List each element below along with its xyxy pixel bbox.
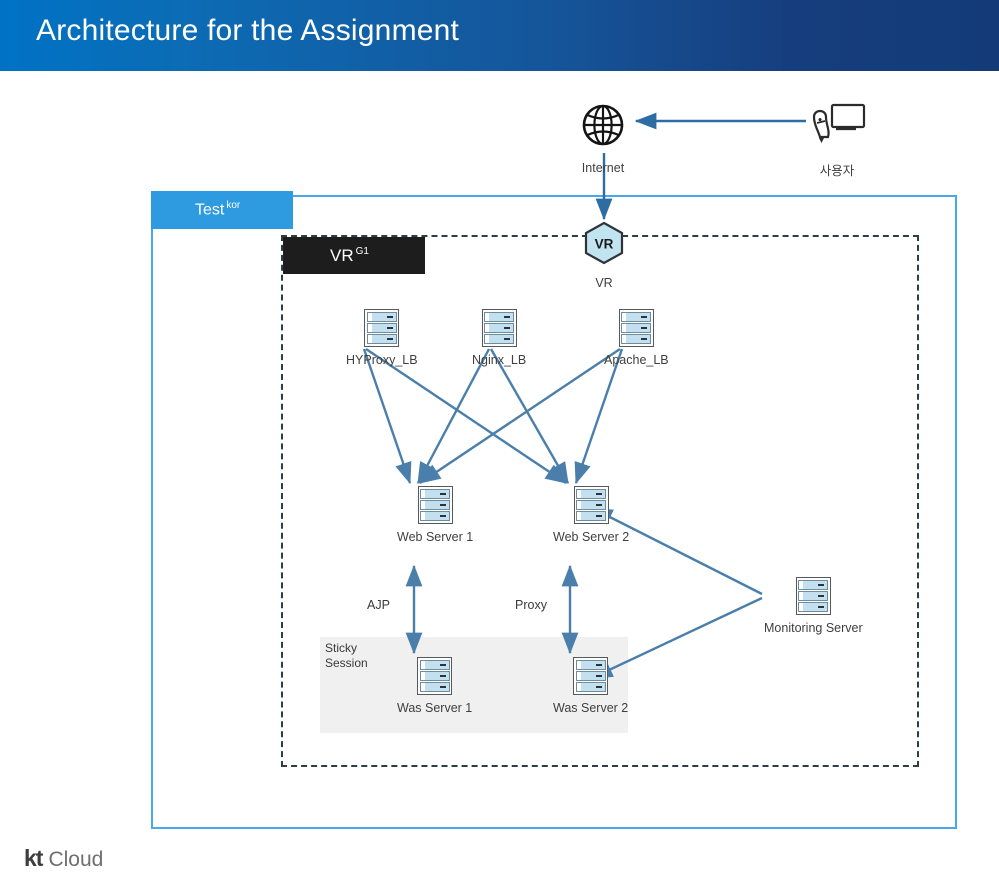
server-bay xyxy=(419,671,450,681)
user-monitor-icon xyxy=(806,99,868,154)
server-bay xyxy=(484,323,515,333)
server-icon xyxy=(573,486,609,524)
hexagon-vr-icon: VR xyxy=(583,221,625,270)
server-bay xyxy=(484,334,515,344)
server-bay xyxy=(420,511,451,521)
logo-cloud-text: Cloud xyxy=(48,848,104,871)
server-icon xyxy=(417,486,453,524)
globe-icon xyxy=(578,100,628,155)
node-vr[interactable]: VR VR xyxy=(583,221,625,290)
node-nginx-lb-label: Nginx_LB xyxy=(472,353,527,367)
node-monitoring-server[interactable]: Monitoring Server xyxy=(764,577,863,635)
node-nginx-lb[interactable]: Nginx_LB xyxy=(472,309,526,367)
server-bay xyxy=(420,489,451,499)
node-was-server-1-label: Was Server 1 xyxy=(397,701,473,715)
server-bay xyxy=(366,312,397,322)
server-bay xyxy=(621,312,652,322)
edge-label-proxy: Proxy xyxy=(515,598,547,612)
server-bay xyxy=(366,334,397,344)
edge-label-ajp: AJP xyxy=(367,598,390,612)
slide-header: Architecture for the Assignment xyxy=(0,0,999,71)
server-bay xyxy=(798,580,829,590)
server-bay xyxy=(419,660,450,670)
kt-cloud-logo: kt Cloud xyxy=(24,845,103,872)
server-icon xyxy=(481,309,517,347)
node-user[interactable]: 사용자 xyxy=(806,99,868,179)
server-bay xyxy=(798,602,829,612)
logo-kt-text: kt xyxy=(24,845,43,871)
node-internet[interactable]: Internet xyxy=(578,100,628,175)
node-web-server-2-label: Web Server 2 xyxy=(553,530,630,544)
server-icon xyxy=(364,309,400,347)
server-bay xyxy=(621,334,652,344)
node-user-label: 사용자 xyxy=(819,164,855,178)
node-was-server-2[interactable]: Was Server 2 xyxy=(553,657,628,715)
node-web-server-1[interactable]: Web Server 1 xyxy=(397,486,473,544)
server-bay xyxy=(575,671,606,681)
node-monitoring-server-label: Monitoring Server xyxy=(764,621,863,635)
server-bay xyxy=(576,500,607,510)
node-internet-label: Internet xyxy=(581,161,625,175)
sticky-session-label: Sticky Session xyxy=(325,641,368,670)
node-web-server-2[interactable]: Web Server 2 xyxy=(553,486,629,544)
server-bay xyxy=(484,312,515,322)
server-bay xyxy=(366,323,397,333)
server-bay xyxy=(575,660,606,670)
zone-test-tab-superscript: kor xyxy=(226,200,241,211)
node-was-server-1[interactable]: Was Server 1 xyxy=(397,657,472,715)
node-was-server-2-label: Was Server 2 xyxy=(553,701,629,715)
node-apache-lb[interactable]: Apache_LB xyxy=(604,309,669,367)
zone-test-boundary xyxy=(151,195,957,829)
server-icon xyxy=(417,657,453,695)
node-haproxy-lb[interactable]: HYProxy_LB xyxy=(346,309,418,367)
server-bay xyxy=(576,489,607,499)
server-icon xyxy=(795,577,831,615)
server-bay xyxy=(798,591,829,601)
server-bay xyxy=(419,682,450,692)
server-bay xyxy=(621,323,652,333)
node-vr-label: VR xyxy=(595,276,613,290)
server-icon xyxy=(618,309,654,347)
page-title: Architecture for the Assignment xyxy=(36,14,460,47)
server-bay xyxy=(575,682,606,692)
zone-vr-g1-tab-superscript: G1 xyxy=(355,246,369,258)
hexagon-vr-badge-text: VR xyxy=(595,237,614,252)
server-icon xyxy=(573,657,609,695)
node-haproxy-lb-label: HYProxy_LB xyxy=(346,353,418,367)
server-bay xyxy=(576,511,607,521)
server-bay xyxy=(420,500,451,510)
node-apache-lb-label: Apache_LB xyxy=(604,353,669,367)
node-web-server-1-label: Web Server 1 xyxy=(397,530,474,544)
